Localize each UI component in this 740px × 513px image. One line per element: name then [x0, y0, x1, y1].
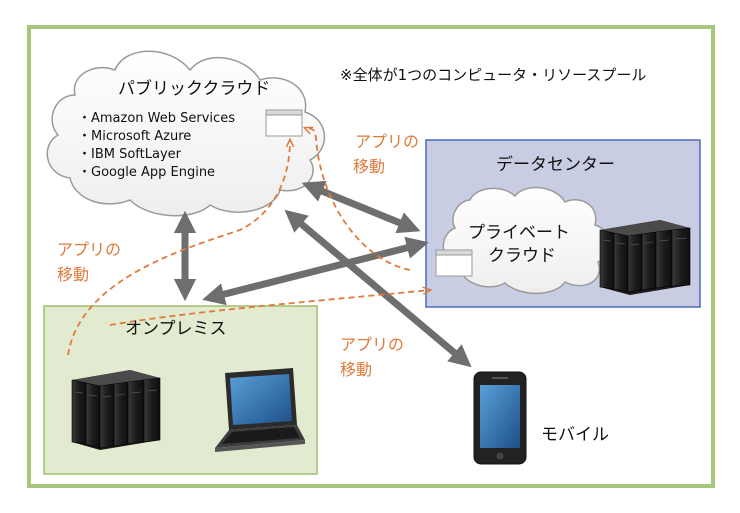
arrow-cloud-mobile: [284, 209, 472, 368]
migration-label-top-1: アプリの: [355, 132, 420, 151]
migration-label-bottom-2: 移動: [340, 360, 373, 379]
server-rack-datacenter: [599, 220, 691, 295]
datacenter-title: データセンター: [496, 155, 615, 175]
private-cloud-title-line1: プライベート: [468, 223, 570, 243]
onpremise-title: オンプレミス: [125, 319, 227, 339]
migration-path-top: [305, 128, 411, 271]
public-cloud-service: ・Amazon Web Services: [78, 111, 235, 126]
public-cloud-title: パブリッククラウド: [118, 79, 271, 99]
app-window-private: [435, 249, 473, 277]
resource-pool-note: ※全体が1つのコンピュータ・リソースプール: [340, 66, 647, 84]
migration-label-top-2: 移動: [353, 157, 386, 176]
migration-paths: [67, 128, 430, 356]
migration-path-bottom: [109, 290, 430, 326]
arrow-onpremise-datacenter: [202, 236, 429, 306]
public-cloud-service: ・IBM SoftLayer: [78, 147, 181, 162]
migration-label-left-1: アプリの: [57, 240, 122, 259]
laptop-icon: [215, 368, 305, 452]
migration-path-left: [67, 140, 290, 356]
public-cloud-service: ・Microsoft Azure: [78, 129, 192, 144]
mobile-phone-icon: [473, 371, 527, 465]
migration-label-left-2: 移動: [57, 265, 90, 284]
migration-label-bottom-1: アプリの: [340, 335, 405, 354]
app-window-public: [265, 109, 303, 137]
mobile-title: モバイル: [541, 425, 609, 445]
public-cloud-service: ・Google App Engine: [78, 165, 216, 180]
connection-arrows: [173, 180, 472, 368]
private-cloud-title-line2: クラウド: [488, 246, 556, 266]
arrow-cloud-datacenter: [301, 180, 421, 234]
server-rack-onpremise: [71, 370, 161, 450]
